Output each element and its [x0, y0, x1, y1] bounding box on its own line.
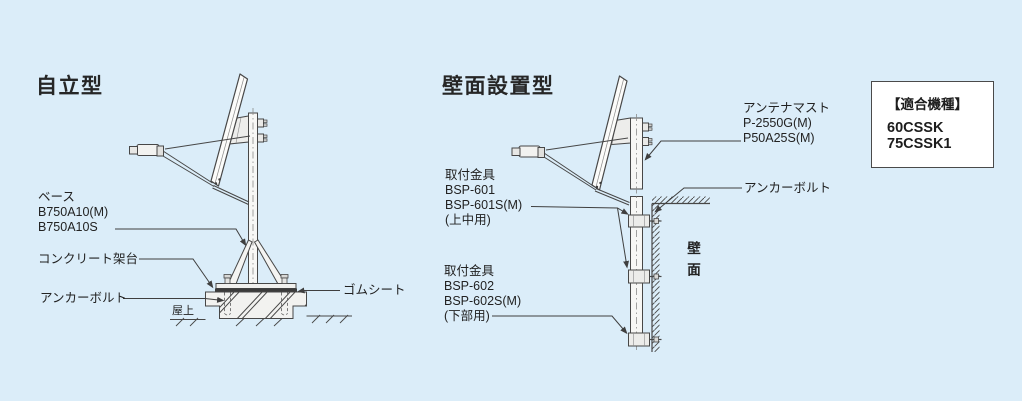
anchor-bolt-label-left: アンカーボルト [40, 291, 128, 305]
rooftop-label: 屋上 [172, 305, 194, 317]
leader-anchor [654, 187, 742, 213]
embedded-anchor-dashed [224, 292, 288, 316]
antenna-mast-label-line: P-2550G(M) [743, 116, 812, 130]
model-item: 60CSSK [887, 120, 944, 136]
base-bolts [223, 274, 289, 284]
anchor-bolt-label-right: アンカーボルト [744, 180, 832, 195]
leader-concrete [139, 258, 214, 289]
leader-bracket601-b [617, 207, 630, 269]
base-label-line: B750A10S [38, 220, 98, 234]
leader-bracket601-a [530, 206, 629, 215]
base-label: ベース B750A10(M) B750A10S [38, 190, 108, 235]
compatible-models-title: 【適合機種】 [887, 97, 968, 112]
bracket-lower-label-line: 取付金具 [444, 264, 495, 278]
wall-surface-label: 壁面 [685, 241, 700, 284]
leader-anchor [123, 296, 225, 303]
wall-brackets [628, 214, 662, 347]
model-item: 75CSSK1 [887, 135, 952, 152]
wall [651, 196, 710, 352]
bracket-upper [628, 214, 662, 228]
leader-bracket602 [492, 315, 628, 335]
bracket-lower-label: 取付金具 BSP-602 BSP-602S(M) (下部用) [444, 264, 521, 324]
support-strut [212, 185, 250, 205]
bracket-upper-label-line: BSP-601S(M) [445, 197, 523, 212]
lnb-assembly [129, 135, 251, 187]
bracket-lower-label-line: BSP-602S(M) [444, 294, 522, 308]
concrete-pedestal-label: コンクリート架台 [38, 251, 139, 266]
wall-mount-diagram [492, 75, 742, 352]
bracket-lower-label-line: (下部用) [444, 309, 490, 323]
mast-clamp [642, 122, 653, 146]
compatible-models-box: 【適合機種】 60CSSK 75CSSK1 [871, 81, 994, 168]
leader-lines-right [492, 140, 742, 335]
bracket-upper-label-line: BSP-601 [445, 182, 496, 197]
base-label-line: ベース [38, 190, 75, 204]
mast [630, 114, 643, 350]
base-label-line: B750A10(M) [38, 205, 109, 219]
mast-clamp [257, 118, 268, 143]
bracket-lower [628, 332, 662, 347]
rubber-sheet-label: ゴムシート [343, 283, 406, 297]
bracket-upper-label: 取付金具 BSP-601 BSP-601S(M) (上中用) [445, 168, 522, 228]
dish [210, 73, 249, 187]
concrete-pedestal [205, 291, 307, 319]
rubber-sheet [215, 288, 297, 292]
roof-line [170, 314, 352, 327]
leader-rubber [297, 287, 340, 294]
antenna-mast-label: アンテナマスト P-2550G(M) P50A25S(M) [743, 101, 830, 146]
antenna-mast-label-line: アンテナマスト [743, 101, 831, 115]
lnb-assembly [511, 137, 629, 191]
antenna-mast-label-line: P50A25S(M) [743, 131, 815, 145]
leader-lines-left [115, 228, 340, 303]
leader-base [115, 228, 247, 247]
bracket-upper-label-line: (上中用) [445, 212, 491, 227]
bracket-middle [628, 269, 662, 284]
bracket-lower-label-line: BSP-602 [444, 279, 495, 293]
bracket-upper-label-line: 取付金具 [445, 167, 496, 182]
section-title-self-standing: 自立型 [36, 75, 104, 98]
section-title-wall-mount: 壁面設置型 [442, 75, 555, 98]
leader-mast [644, 140, 741, 161]
support-strut [594, 188, 630, 206]
wall-top-hatch [652, 196, 710, 204]
base-plate [215, 283, 297, 289]
self-standing-diagram [115, 73, 352, 327]
